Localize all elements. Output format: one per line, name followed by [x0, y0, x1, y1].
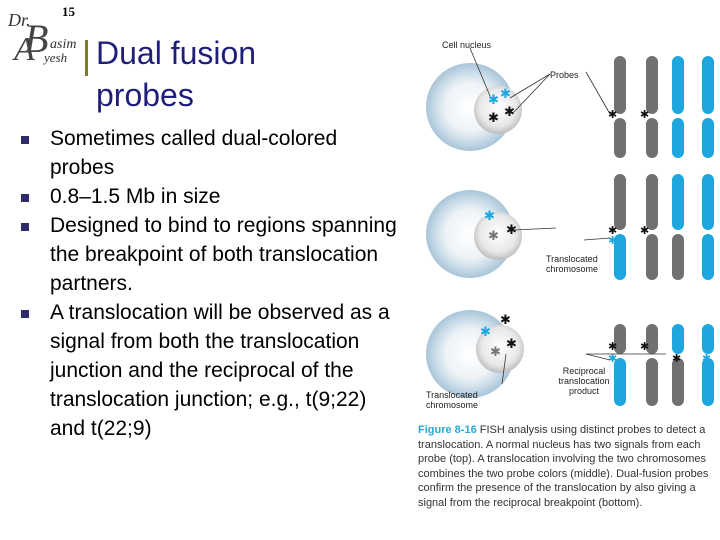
- slide-title-line-1: Dual fusion: [96, 35, 257, 71]
- bullet-text: 0.8–1.5 Mb in size: [50, 185, 221, 208]
- svg-text:✱: ✱: [702, 119, 711, 131]
- svg-text:✱: ✱: [640, 109, 649, 121]
- svg-text:yesh: yesh: [42, 50, 67, 65]
- svg-text:B: B: [24, 16, 48, 61]
- svg-text:✱: ✱: [608, 353, 617, 365]
- svg-text:✱: ✱: [488, 110, 499, 125]
- title-accent-bar: [85, 40, 88, 76]
- svg-text:✱: ✱: [504, 104, 515, 119]
- label-translocated-chromosome-bottom: Translocated chromosome: [426, 390, 479, 410]
- bullet-item: Sometimes called dual-colored probes: [18, 124, 400, 182]
- bullet-item: 0.8–1.5 Mb in size: [18, 182, 400, 211]
- svg-text:✱: ✱: [672, 341, 681, 353]
- label-reciprocal-product: Reciprocal translocation product: [558, 366, 610, 396]
- bullet-marker: [21, 194, 29, 202]
- slide-title: Dual fusion probes: [96, 32, 256, 116]
- svg-text:asim: asim: [50, 37, 76, 52]
- svg-text:✱: ✱: [480, 324, 491, 339]
- bullet-item: A translocation will be observed as a si…: [18, 298, 400, 443]
- chromosome-row-bottom: ✱✱ ✱ ✱✱ ✱: [608, 324, 714, 406]
- svg-text:✱: ✱: [640, 225, 649, 237]
- page-number: 15: [62, 4, 75, 19]
- bullet-list: Sometimes called dual-colored probes 0.8…: [18, 124, 400, 443]
- bullet-text: Sometimes called dual-colored probes: [50, 127, 338, 179]
- svg-text:✱: ✱: [702, 353, 711, 365]
- figure-caption-text: FISH analysis using distinct probes to d…: [418, 424, 709, 509]
- svg-text:✱: ✱: [672, 119, 681, 131]
- bullet-text: A translocation will be observed as a si…: [50, 301, 390, 440]
- figure-caption: Figure 8-16 FISH analysis using distinct…: [418, 423, 710, 510]
- svg-text:✱: ✱: [608, 225, 617, 237]
- label-probes: Probes: [550, 70, 579, 80]
- svg-text:✱: ✱: [608, 235, 617, 247]
- bullet-marker: [21, 136, 29, 144]
- label-cell-nucleus: Cell nucleus: [442, 40, 492, 50]
- svg-text:✱: ✱: [500, 86, 511, 101]
- svg-text:Dr.: Dr.: [7, 10, 31, 30]
- nucleus-top: ✱ ✱ ✱ ✱: [426, 63, 522, 151]
- svg-text:✱: ✱: [488, 228, 499, 243]
- fish-figure: ✱ ✱ ✱ ✱ ✱ ✱ ✱ ✱ ✱ ✱ ✱ ✱✱ ✱✱ ✱✱ ✱✱: [426, 47, 714, 406]
- svg-text:✱: ✱: [488, 92, 499, 107]
- svg-text:✱: ✱: [640, 341, 649, 353]
- svg-text:✱: ✱: [500, 312, 511, 327]
- svg-text:✱: ✱: [702, 235, 711, 247]
- bullet-marker: [21, 310, 29, 318]
- bullet-item: Designed to bind to regions spanning the…: [18, 211, 400, 298]
- nucleus-middle: ✱ ✱ ✱: [426, 190, 522, 278]
- bullet-marker: [21, 223, 29, 231]
- svg-text:✱: ✱: [608, 109, 617, 121]
- chromosome-row-top: ✱ ✱ ✱ ✱: [608, 56, 714, 158]
- figure-caption-label: Figure 8-16: [418, 424, 477, 436]
- leader-lines: [469, 47, 666, 385]
- svg-text:✱: ✱: [506, 336, 517, 351]
- bullet-text: Designed to bind to regions spanning the…: [50, 214, 397, 295]
- nucleus-bottom: ✱ ✱ ✱ ✱: [426, 310, 524, 398]
- svg-text:A: A: [12, 31, 35, 68]
- slide-title-line-2: probes: [96, 77, 194, 113]
- logo: Dr. B A asim yesh: [6, 4, 90, 68]
- svg-text:✱: ✱: [484, 208, 495, 223]
- label-translocated-chromosome-middle: Translocated chromosome: [546, 254, 599, 274]
- svg-text:✱: ✱: [608, 341, 617, 353]
- svg-text:✱: ✱: [490, 344, 501, 359]
- svg-text:✱: ✱: [672, 353, 681, 365]
- svg-text:✱: ✱: [506, 222, 517, 237]
- chromosome-row-middle: ✱✱ ✱✱: [608, 174, 714, 280]
